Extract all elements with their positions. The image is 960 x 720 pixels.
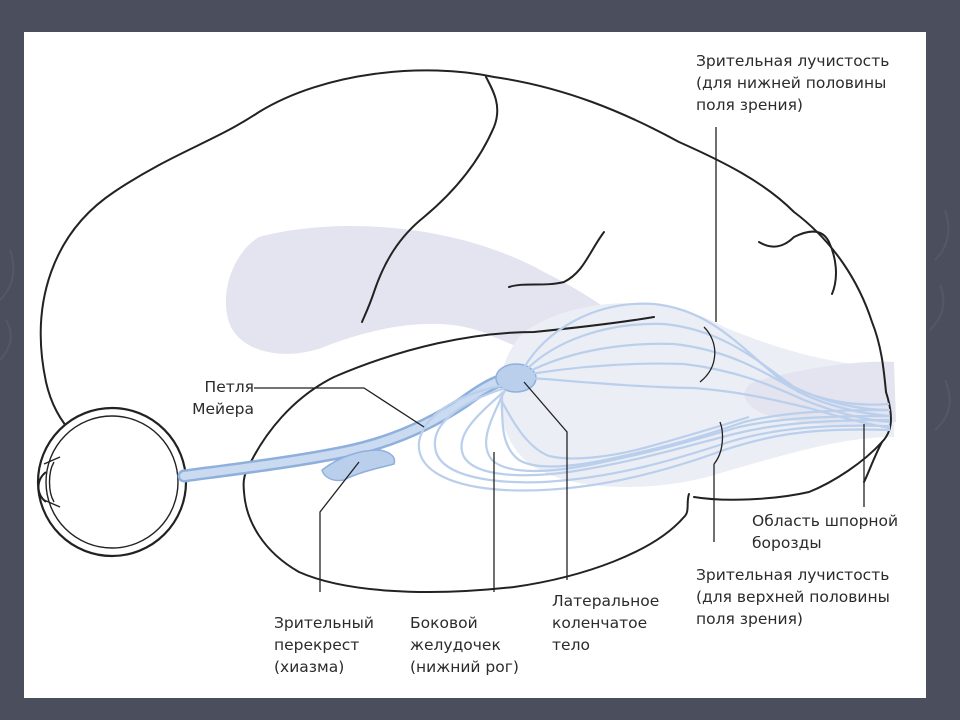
label-calcarine-area: Область шпорной борозды xyxy=(752,512,899,552)
label-optic-chiasm: Зрительный перекрест (хиазма) xyxy=(274,614,374,676)
eyeball xyxy=(36,406,188,558)
label-meyer-loop: Петля Мейера xyxy=(192,378,254,418)
label-radiation-lower-field: Зрительная лучистость (для нижней полови… xyxy=(696,52,890,114)
label-radiation-upper-field: Зрительная лучистость (для верхней полов… xyxy=(696,566,890,628)
brain-diagram xyxy=(36,69,896,593)
label-lateral-geniculate-body: Латеральное коленчатое тело xyxy=(552,592,660,654)
pointer-lines xyxy=(254,127,865,592)
textbook-page: Зрительная лучистость (для нижней полови… xyxy=(24,32,926,698)
label-lateral-ventricle: Боковой желудочек (нижний рог) xyxy=(410,614,519,676)
optic-radiation-fibers xyxy=(417,302,891,492)
brain-outline xyxy=(39,69,892,593)
chiasm-shape xyxy=(321,449,396,482)
